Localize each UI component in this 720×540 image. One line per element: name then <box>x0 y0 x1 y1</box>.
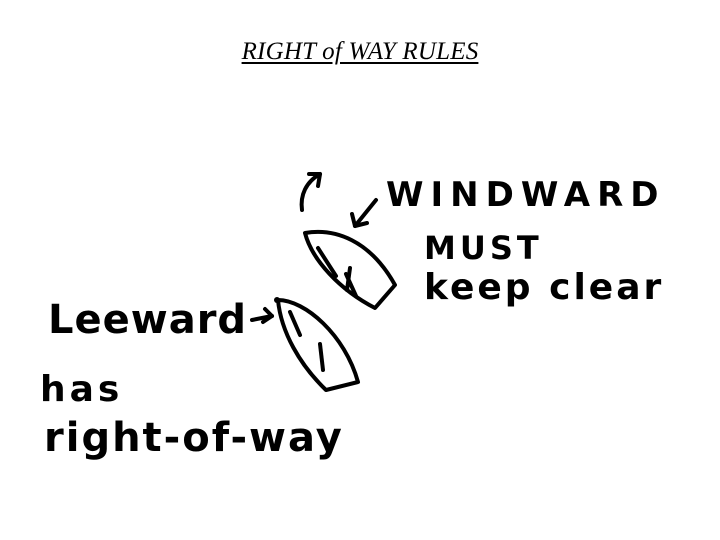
leeward-boat-icon <box>274 297 360 392</box>
must-label: MUST <box>424 229 543 267</box>
has-label: has <box>40 369 124 410</box>
right-of-way-label: right-of-way <box>44 415 344 461</box>
keep-clear-label: keep clear <box>424 267 665 308</box>
windward-label: WINDWARD <box>386 175 666 215</box>
leeward-pointer-arrow-icon <box>250 307 274 324</box>
windward-boat-icon <box>303 230 397 310</box>
wind-direction-arrow-icon <box>299 172 322 212</box>
page-title: RIGHT of WAY RULES <box>241 38 479 65</box>
leeward-label: Leeward <box>48 297 248 343</box>
windward-pointer-arrow-icon <box>350 198 378 228</box>
